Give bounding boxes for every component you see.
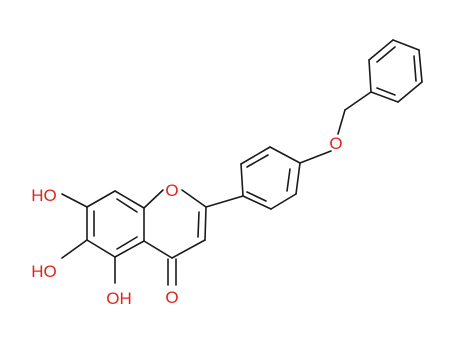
phenyl-ring <box>240 146 301 210</box>
bond <box>171 239 206 259</box>
double-bond <box>286 168 291 192</box>
double-bond <box>376 46 396 63</box>
bond <box>181 189 207 208</box>
bond <box>61 193 88 208</box>
bond <box>143 189 164 209</box>
bond <box>240 163 244 197</box>
benzo-ring <box>86 190 145 258</box>
bond <box>418 49 423 83</box>
double-bond <box>246 191 267 202</box>
benzyl-linker <box>299 91 372 164</box>
double-bond <box>116 198 138 213</box>
bond <box>240 146 271 165</box>
bond <box>86 239 116 258</box>
hydroxyl-bonds <box>61 193 116 284</box>
double-bond <box>197 211 200 238</box>
hydroxyl-7-label: HO <box>31 186 57 205</box>
bond <box>242 195 272 210</box>
bond <box>299 150 332 164</box>
bond <box>204 206 207 241</box>
bond <box>270 193 297 210</box>
bond <box>61 239 88 259</box>
bond <box>114 240 145 258</box>
pyranone-ring <box>143 189 207 286</box>
double-bond <box>413 55 417 82</box>
bond <box>86 190 116 208</box>
bond <box>295 162 301 195</box>
bond <box>392 39 420 51</box>
double-bond <box>246 154 269 168</box>
bond <box>370 91 399 103</box>
ring-oxygen-label: O <box>165 181 178 200</box>
bond <box>368 59 372 93</box>
bond <box>269 146 301 164</box>
bond <box>114 190 145 209</box>
bond <box>397 81 423 103</box>
bond <box>344 91 372 111</box>
bond <box>368 39 394 61</box>
carbonyl-oxygen-label: O <box>165 288 178 307</box>
hydroxyl-5-label: OH <box>106 289 132 308</box>
hydroxyl-6-label: HO <box>31 262 57 281</box>
ether-oxygen-label: O <box>329 134 342 153</box>
double-bond <box>376 87 396 96</box>
bond <box>337 109 346 135</box>
bond <box>143 240 173 259</box>
double-bond <box>116 236 138 250</box>
bond <box>205 195 244 208</box>
benzyl-phenyl-ring <box>368 39 423 103</box>
